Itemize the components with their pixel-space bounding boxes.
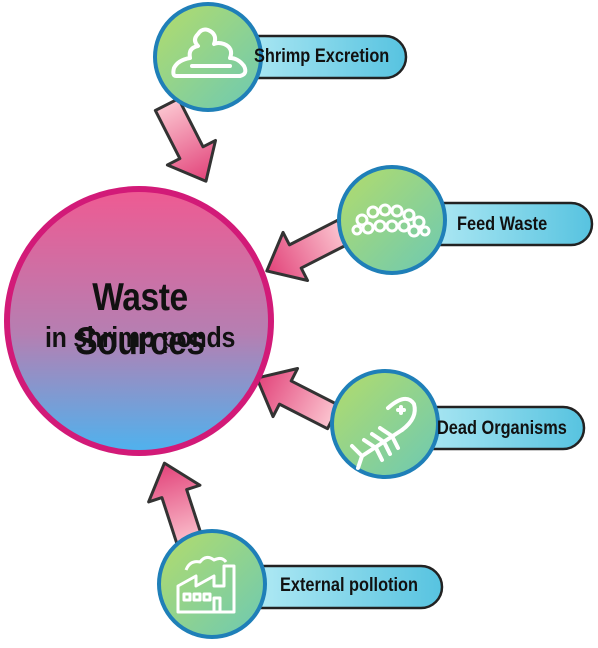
main-title: Waste Sources	[75, 276, 205, 363]
arrow-feed	[265, 218, 351, 283]
main-circle	[4, 186, 274, 456]
excretion-icon	[171, 27, 248, 78]
feed-pellets-icon	[351, 203, 431, 238]
fish-skeleton-icon	[350, 396, 417, 470]
main-subtitle: in shrimp ponds	[44, 322, 236, 354]
factory-icon	[176, 555, 236, 614]
label-external-pollution: External pollotion	[280, 575, 418, 596]
label-dead-organisms: Dead Organisms	[437, 418, 567, 439]
label-shrimp-excretion: Shrimp Excretion	[254, 46, 390, 67]
node-shrimp-excretion	[153, 2, 408, 112]
arrow-excretion	[153, 97, 218, 183]
arrow-dead	[255, 366, 341, 431]
label-feed-waste: Feed Waste	[457, 214, 548, 235]
